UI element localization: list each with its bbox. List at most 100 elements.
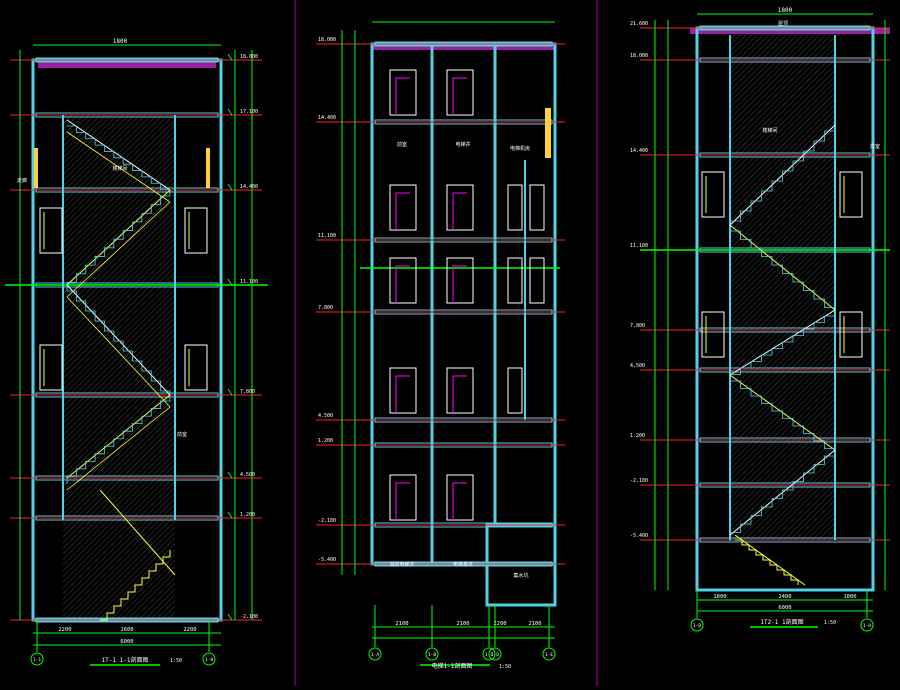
center-elevator-door	[507, 257, 523, 304]
right-bottom-dim-3: 1800	[843, 594, 856, 600]
center-bottom-dim-3: 2200	[493, 621, 506, 627]
left-floor-slab	[35, 617, 219, 623]
center-floor-slab	[374, 417, 553, 423]
left-stair-flight	[66, 284, 171, 396]
right-stair-steps	[729, 455, 835, 541]
center-elevator-door	[507, 184, 523, 231]
right-floor-slab	[699, 152, 871, 158]
right-stair-hatch	[730, 35, 835, 540]
right-level-label: 18.000	[630, 53, 648, 59]
left-room-label-1: 楼梯间	[112, 165, 127, 172]
left-floor-slab	[35, 187, 219, 193]
center-door-frame	[452, 265, 467, 303]
left-stair-hatch	[63, 115, 175, 620]
center-glass-panel	[545, 108, 551, 158]
left-stair-steps	[67, 125, 171, 196]
left-dim-tick	[227, 108, 233, 116]
center-room-label-4: 消防电梯井	[389, 561, 414, 568]
left-level-label: 7.800	[240, 389, 255, 395]
right-window	[839, 311, 863, 358]
left-stair-handrail	[66, 406, 171, 491]
center-axis-bubble	[542, 647, 556, 661]
right-floor-slab	[699, 57, 871, 63]
center-room-label-3: 电梯机房	[510, 145, 530, 152]
left-floor-slab	[35, 57, 219, 63]
right-level-label: -2.100	[630, 478, 648, 484]
center-axis-label: 1-A	[371, 652, 379, 658]
right-stair-steps	[730, 230, 836, 316]
center-door	[446, 367, 474, 414]
center-door-frame	[452, 375, 467, 413]
center-bottom-dim-2: 2100	[456, 621, 469, 627]
center-elevator-door	[507, 367, 523, 414]
center-door-frame	[452, 192, 467, 230]
left-stair-section: 18.00017.10014.40011.1007.8004.5001.200-…	[5, 38, 268, 666]
right-floor-slab	[699, 482, 871, 488]
left-dim-tick	[227, 471, 233, 479]
left-basement-stair-rail	[99, 489, 176, 576]
left-glass-panel-r	[206, 148, 210, 188]
left-axis-label-b: 1-8	[205, 657, 213, 663]
left-stair-handrail	[66, 201, 171, 298]
right-basement-stair-rail	[734, 534, 806, 586]
center-level-label: 4.500	[318, 413, 333, 419]
left-level-label: -2.100	[240, 614, 258, 620]
center-floor-slab	[374, 309, 553, 315]
center-door-frame	[395, 265, 410, 303]
right-panel-title: 1T2-1 1剖面图	[760, 618, 803, 626]
left-stair-handrail	[66, 131, 171, 203]
left-axis-label-a: 1-1	[33, 657, 41, 663]
right-stair-steps	[729, 130, 835, 231]
left-level-label: 4.500	[240, 472, 255, 478]
left-window	[39, 344, 63, 391]
left-floor-slab	[35, 112, 219, 118]
center-floor-slab	[374, 522, 553, 528]
center-axis-label: 1-B	[428, 652, 436, 658]
center-floor-slab	[374, 442, 553, 448]
right-stair-steps	[730, 380, 836, 456]
right-room-label-1: 屋顶	[778, 21, 788, 27]
center-level-label: 1.200	[318, 438, 333, 444]
center-axis-bubble	[488, 647, 502, 661]
right-level-label: 4.500	[630, 363, 645, 369]
right-axis-label-b: 1-H	[863, 623, 871, 629]
left-panel-scale: 1:50	[170, 658, 182, 664]
center-door-frame	[395, 192, 410, 230]
right-top-dim: 1800	[778, 7, 793, 14]
center-room-label-1: 前室	[397, 141, 407, 148]
center-bottom-dim-1: 2100	[395, 621, 408, 627]
left-window	[184, 207, 208, 254]
center-panel-scale: 1:50	[499, 664, 511, 670]
left-stair-flight	[66, 119, 171, 191]
center-door	[446, 184, 474, 231]
center-bottom-dim-4: 2100	[528, 621, 541, 627]
right-level-label: 7.800	[630, 323, 645, 329]
center-axis-bubble	[368, 647, 382, 661]
left-roof-slab	[38, 62, 216, 68]
right-window	[839, 171, 863, 218]
right-roof-slab	[690, 28, 890, 34]
left-stair-flight	[66, 189, 171, 286]
center-door	[389, 474, 417, 521]
left-top-dim: 1800	[113, 38, 128, 45]
center-level-label: 11.100	[318, 233, 336, 239]
left-bottom-dim-1: 2200	[58, 627, 71, 633]
center-elevator-door	[529, 184, 545, 231]
center-floor-slab	[374, 41, 553, 47]
center-elevator-section: 18.00014.40011.1007.8004.5001.200-2.100-…	[316, 21, 565, 670]
right-bottom-dim-2: 2400	[778, 594, 791, 600]
left-level-label: 1.200	[240, 512, 255, 518]
left-bottom-total: 6000	[120, 639, 133, 645]
right-axis-bubble-b	[860, 618, 874, 632]
center-level-label: 14.400	[318, 115, 336, 121]
center-room-label-6: 集水坑	[513, 572, 528, 579]
left-room-label-3: 前室	[177, 431, 187, 438]
left-dim-tick	[227, 278, 233, 286]
center-door	[389, 367, 417, 414]
left-bottom-dim-3: 2200	[183, 627, 196, 633]
left-floor-slab	[35, 475, 219, 481]
right-window	[701, 171, 725, 218]
left-axis-bubble-a	[30, 652, 44, 666]
center-floor-slab	[374, 561, 553, 567]
